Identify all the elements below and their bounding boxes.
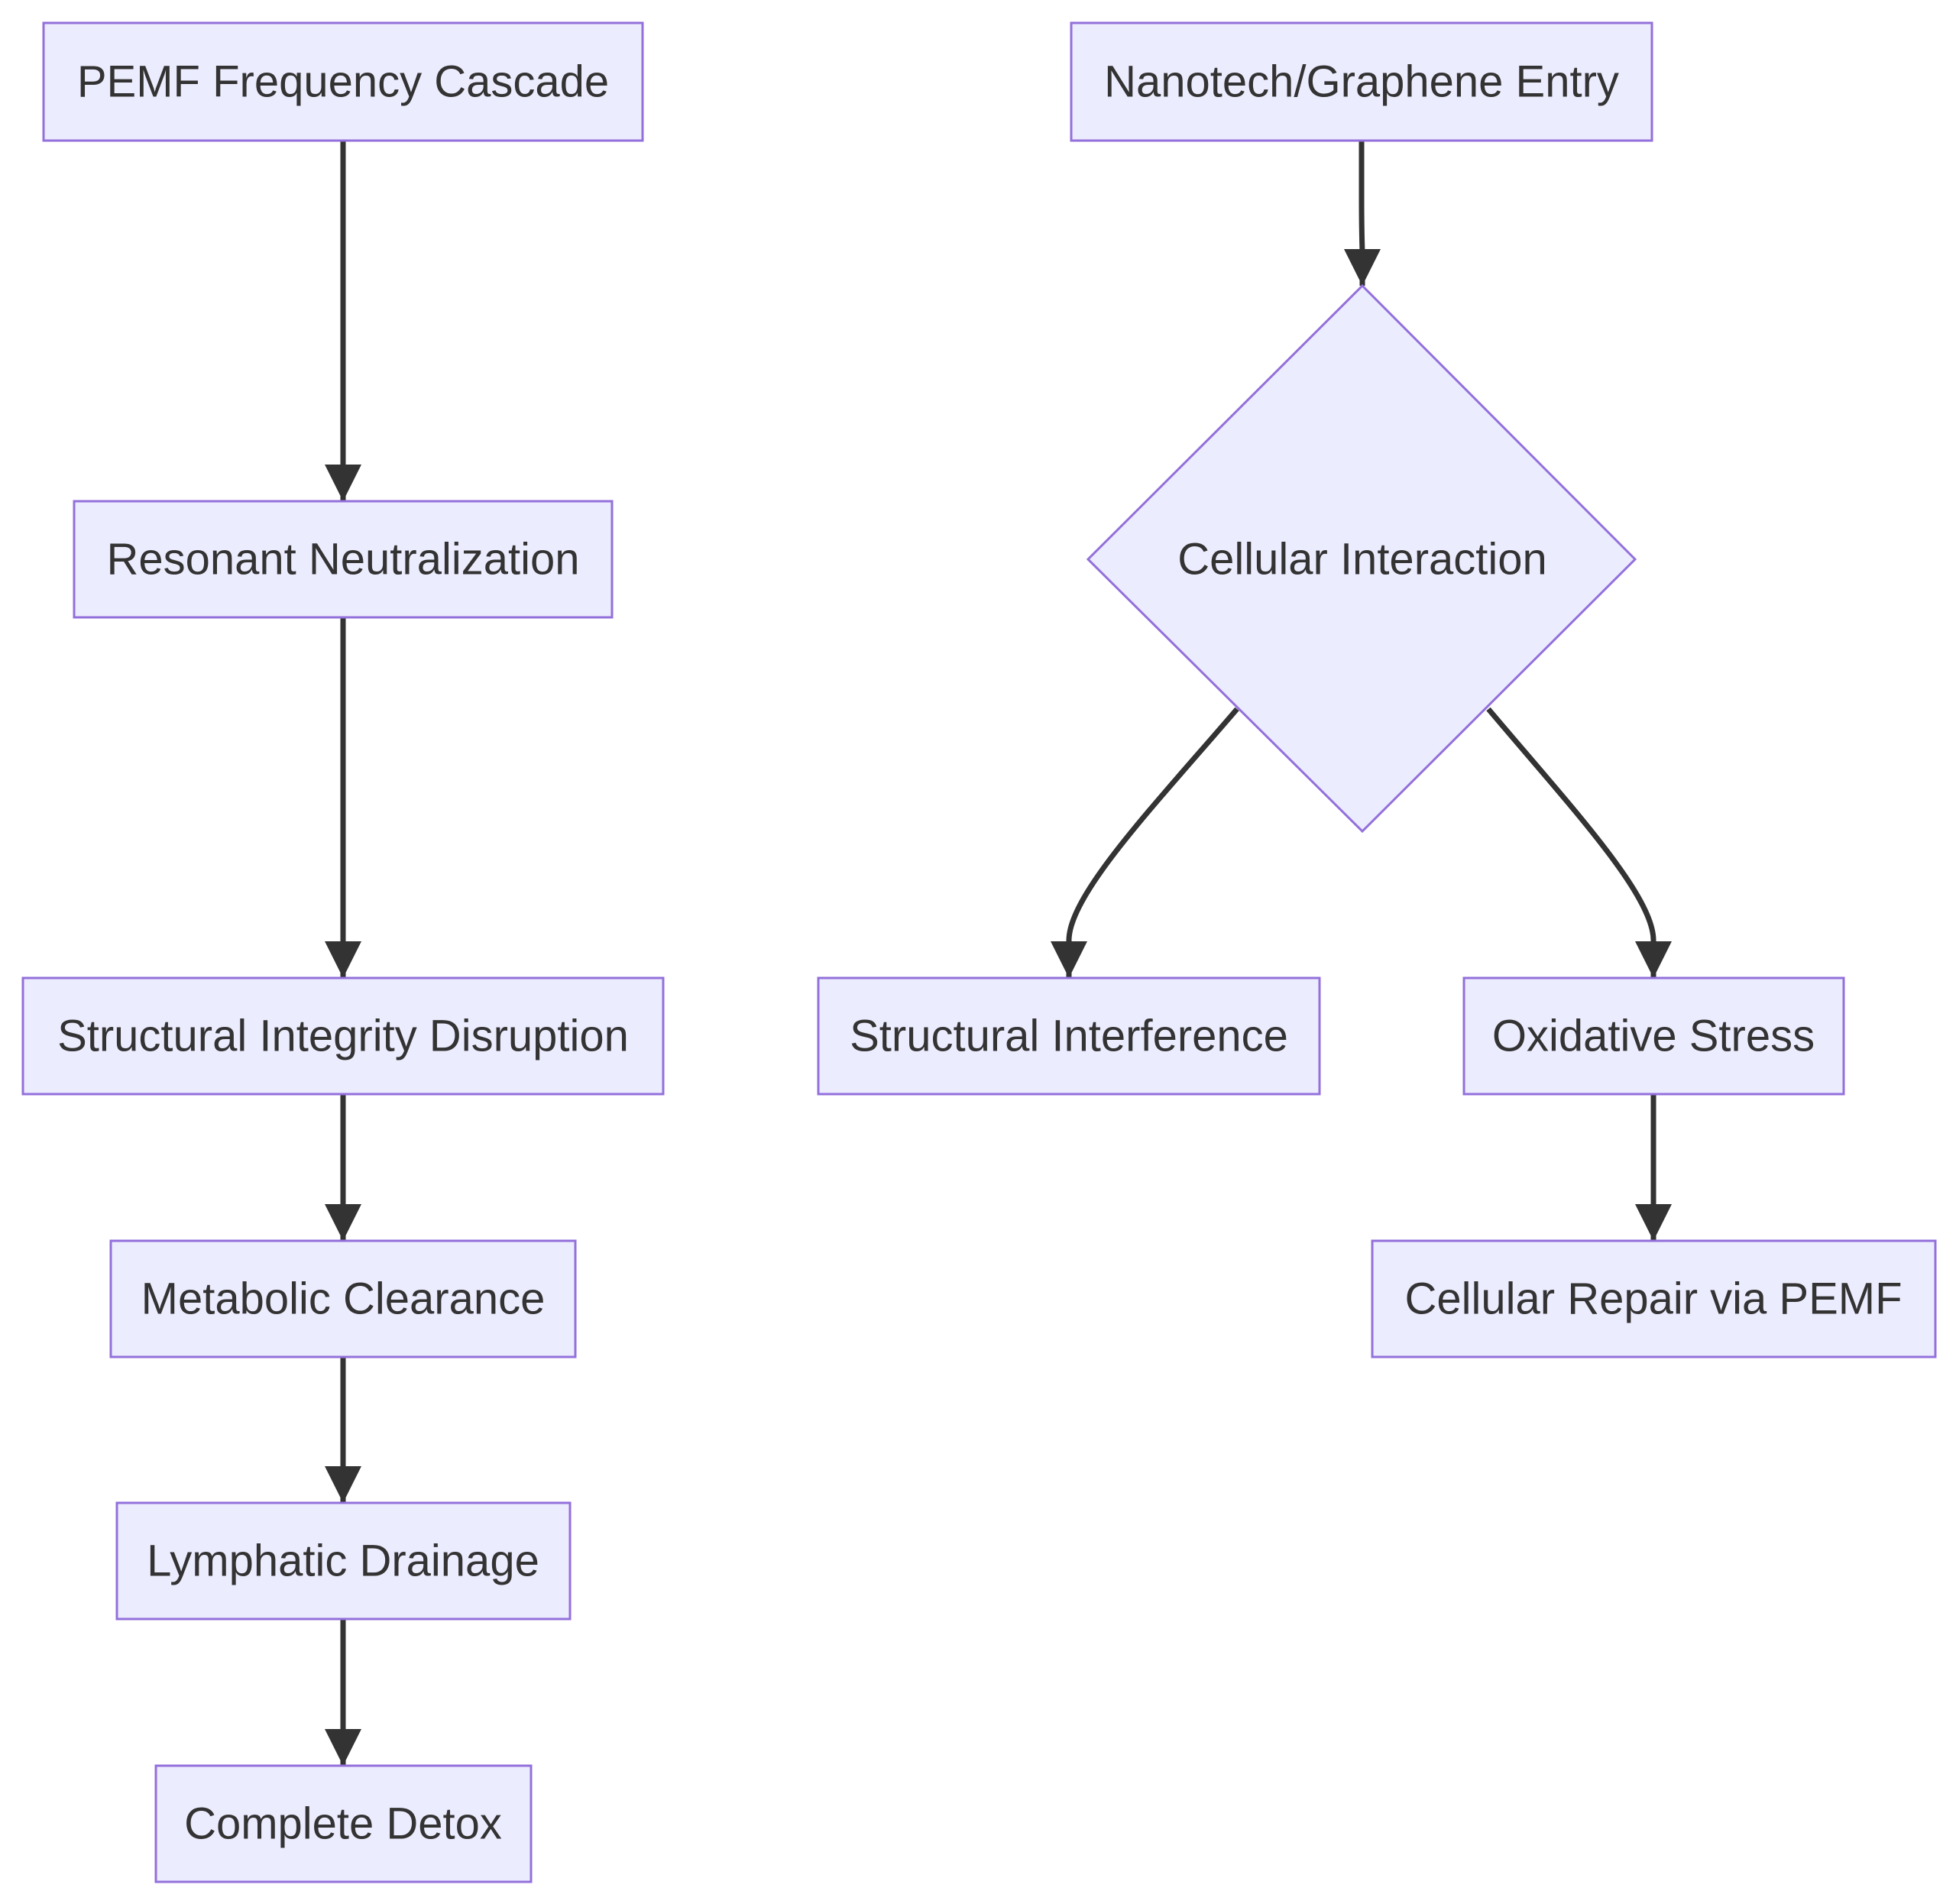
node-label: Lymphatic Drainage [147, 1536, 539, 1586]
node-label: Complete Detox [184, 1799, 502, 1849]
decision-cellular-interaction: Cellular Interaction [1086, 283, 1637, 834]
node-cellular-repair-via-pemf: Cellular Repair via PEMF [1371, 1239, 1937, 1358]
node-pemf-frequency-cascade: PEMF Frequency Cascade [42, 21, 644, 142]
node-structural-integrity-disruption: Structural Integrity Disruption [21, 976, 665, 1096]
node-label: Structural Interference [850, 1012, 1288, 1061]
node-complete-detox: Complete Detox [154, 1764, 533, 1883]
edge-cellular-interaction-to-oxidative-stress [1486, 707, 1672, 978]
node-nanotech-graphene-entry: Nanotech/Graphene Entry [1070, 21, 1653, 142]
node-label: Structural Integrity Disruption [57, 1012, 629, 1061]
node-metabolic-clearance: Metabolic Clearance [109, 1239, 577, 1358]
node-lymphatic-drainage: Lymphatic Drainage [115, 1501, 572, 1621]
node-label: Cellular Repair via PEMF [1404, 1274, 1902, 1324]
node-label: Cellular Interaction [1177, 535, 1547, 584]
node-label: Metabolic Clearance [141, 1274, 546, 1324]
node-label: Resonant Neutralization [106, 535, 579, 584]
node-label: PEMF Frequency Cascade [77, 57, 609, 107]
node-label: Nanotech/Graphene Entry [1104, 57, 1619, 107]
edges [325, 141, 1672, 1766]
node-resonant-neutralization: Resonant Neutralization [73, 500, 614, 619]
node-structural-interference: Structural Interference [817, 976, 1321, 1096]
edge-cellular-interaction-to-structural-interference [1051, 707, 1239, 978]
node-label: Oxidative Stress [1492, 1012, 1815, 1061]
node-oxidative-stress: Oxidative Stress [1462, 976, 1845, 1096]
